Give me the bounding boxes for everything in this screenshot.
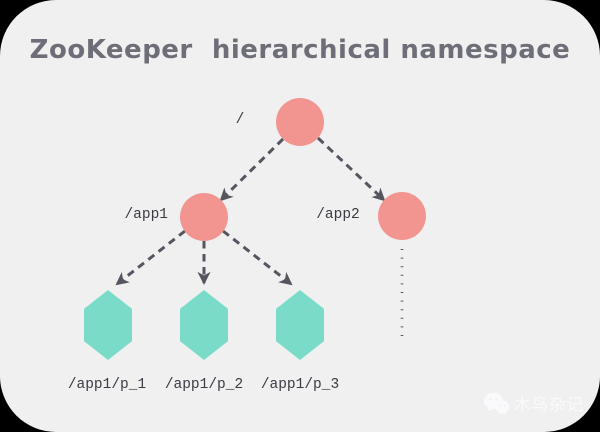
edge-app1-p1 — [115, 229, 186, 286]
znode-app2 — [378, 192, 426, 240]
label-p1: /app1/p_1 — [67, 377, 147, 393]
edge-root-app2 — [316, 136, 386, 202]
znode-app1 — [180, 193, 228, 241]
edge-app1-p3 — [222, 229, 293, 286]
label-root: / — [235, 112, 245, 128]
label-p3: /app1/p_3 — [260, 377, 340, 393]
label-app2: /app2 — [316, 207, 360, 223]
label-app1: /app1 — [124, 207, 168, 223]
watermark-text: 木鸟杂记 — [514, 395, 584, 414]
label-p2: /app1/p_2 — [164, 377, 244, 393]
wechat-icon — [484, 392, 510, 415]
diagram-title: ZooKeeper hierarchical namespace — [29, 35, 571, 65]
znode-root — [276, 98, 324, 146]
edge-root-app1 — [219, 137, 285, 202]
watermark: 木鸟杂记 — [483, 391, 584, 415]
